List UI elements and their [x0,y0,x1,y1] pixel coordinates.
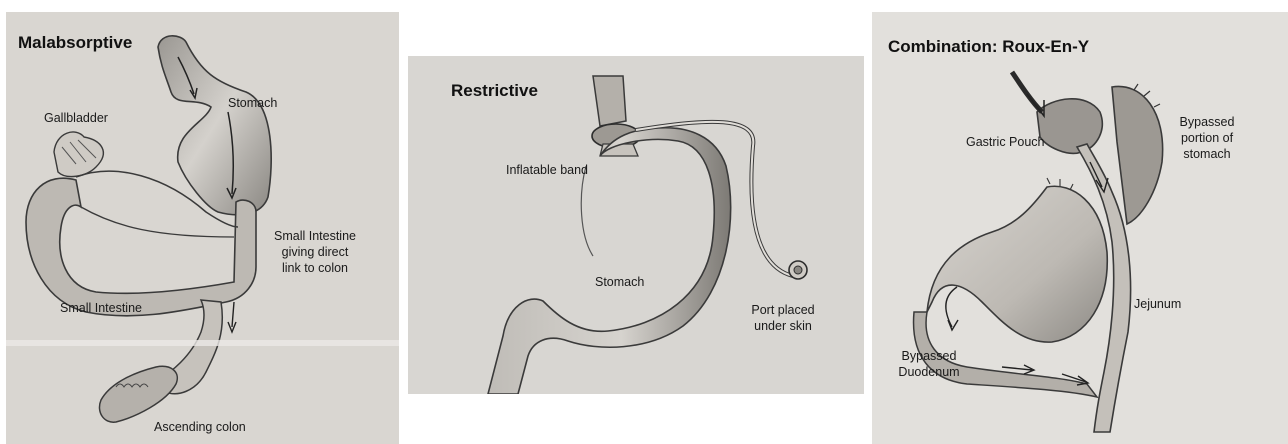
restrictive-panel: Restrictive Inflatable band Stomach Port… [408,56,864,394]
bypassed-duodenum-label: Bypassed Duodenum [894,348,964,380]
bypassed-stomach-line-2: portion of [1162,130,1252,146]
small-intestine-link-line-3: link to colon [260,260,370,276]
small-intestine-link-line-2: giving direct [260,244,370,260]
roux-en-y-panel: Combination: Roux-En-Y Gastric Pouch Byp… [872,12,1288,444]
ascending-colon-label: Ascending colon [154,419,246,435]
small-intestine-link-label: Small Intestine giving direct link to co… [260,228,370,276]
bypassed-stomach-line-1: Bypassed [1162,114,1252,130]
roux-en-y-title: Combination: Roux-En-Y [888,37,1089,57]
bypassed-duodenum-line-1: Bypassed [894,348,964,364]
ascending-colon-shape [99,366,177,422]
remnant-stomach-shape [927,186,1107,342]
jejunum-label: Jejunum [1134,296,1181,312]
small-intestine-link-line-1: Small Intestine [260,228,370,244]
gallbladder-label: Gallbladder [44,110,108,126]
port-label-line-1: Port placed [733,302,833,318]
bypassed-stomach-line-3: stomach [1162,146,1252,162]
inflatable-band-label: Inflatable band [506,162,588,178]
stomach-label: Stomach [228,95,277,111]
port-label: Port placed under skin [733,302,833,334]
gastric-pouch-label: Gastric Pouch [966,134,1045,150]
malabsorptive-panel: Malabsorptive Stomach Gallbladder Small … [6,12,399,444]
malabsorptive-title: Malabsorptive [18,33,132,53]
bypassed-stomach-label: Bypassed portion of stomach [1162,114,1252,162]
bypassed-duodenum-line-2: Duodenum [894,364,964,380]
restrictive-title: Restrictive [451,81,538,101]
restrictive-drawing [408,56,864,394]
stomach-shape [158,36,271,215]
gastric-pouch-shape [1037,99,1102,154]
port-label-line-2: under skin [733,318,833,334]
stomach-label-restrictive: Stomach [595,274,644,290]
gallbladder-shape [54,132,103,177]
esophagus-shape [593,76,626,126]
small-intestine-label: Small Intestine [60,300,142,316]
